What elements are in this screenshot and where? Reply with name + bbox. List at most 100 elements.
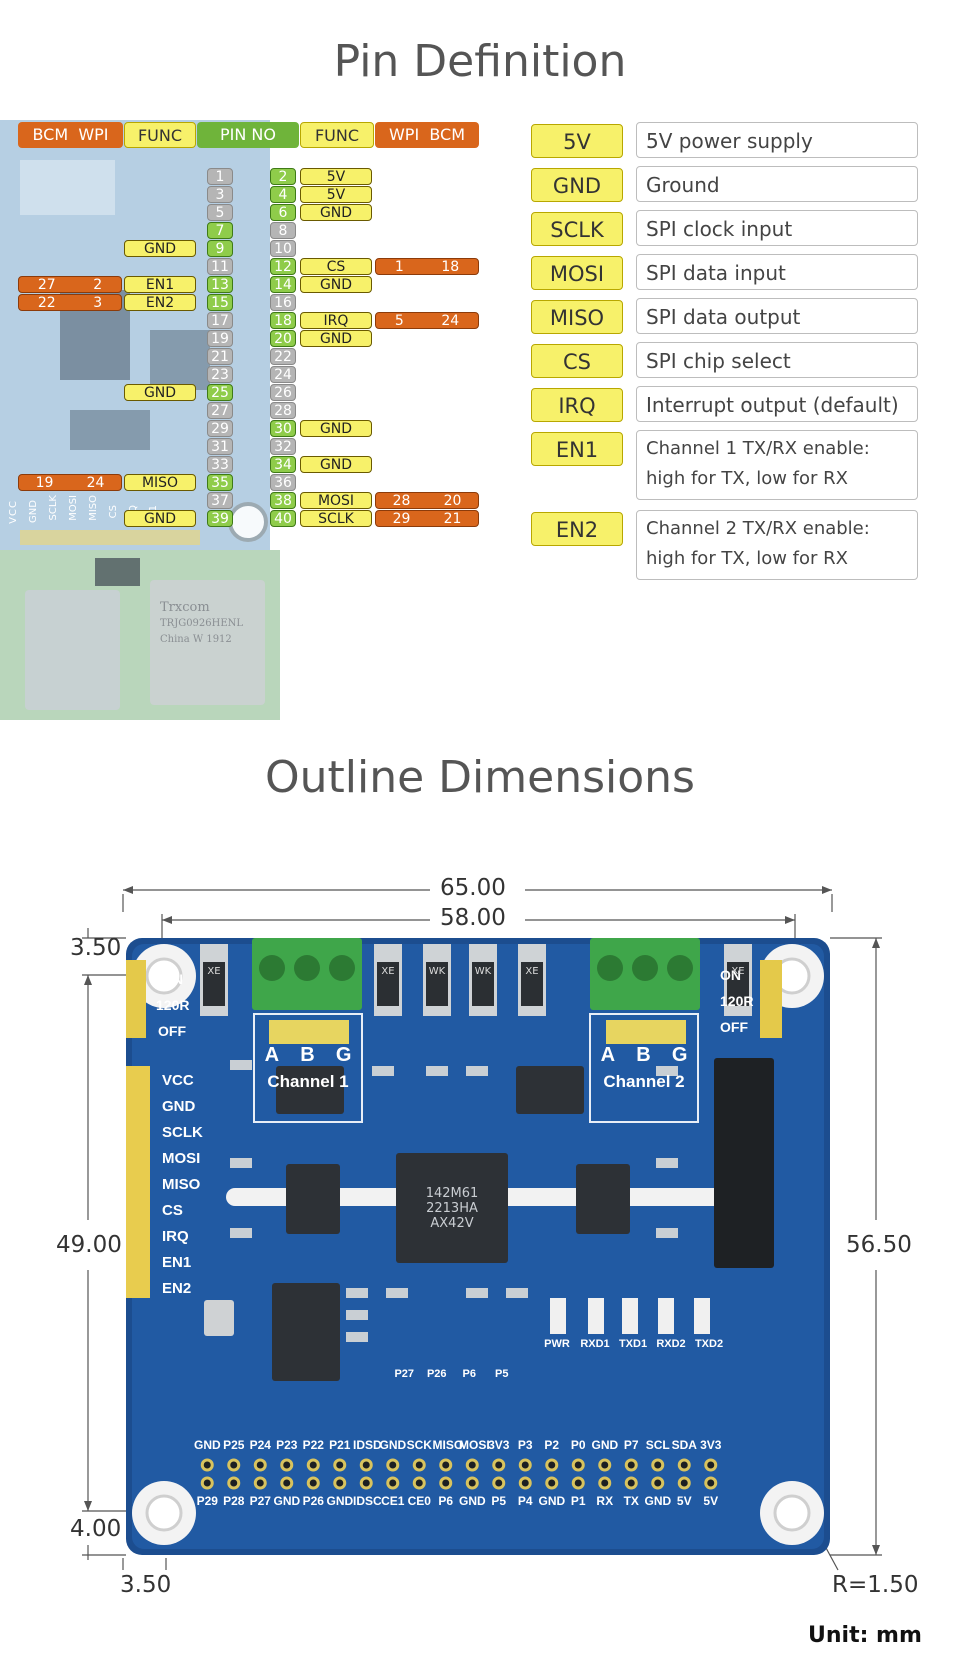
pin-wpi: 3 (93, 295, 103, 311)
pin-number: 34 (270, 456, 296, 473)
gpio-hole (253, 1476, 267, 1490)
pin-function: GND (300, 330, 372, 347)
side-pin-label: VCC (162, 1072, 194, 1089)
side-pin-label: EN2 (162, 1280, 192, 1297)
pin-bcm-wpi: 27 2 (18, 276, 122, 293)
gpio-hole (280, 1476, 294, 1490)
pin-wpi: 29 (392, 511, 411, 527)
pin-function: GND (300, 204, 372, 221)
legend-description-line: SPI clock input (646, 217, 793, 241)
pin-number: 40 (270, 510, 296, 527)
legend-signal: CS (531, 344, 623, 378)
pin-wpi: 2 (93, 277, 103, 293)
gpio-hole (386, 1476, 400, 1490)
chip-text: AX42V (430, 1216, 474, 1231)
gpio-hole (624, 1476, 638, 1490)
gpio-label: 5V (703, 1494, 719, 1508)
outline-dimensions-title: Outline Dimensions (265, 752, 695, 803)
header-func-right: FUNC (300, 122, 374, 148)
dim-top-offset: 3.50 (70, 935, 122, 961)
legend-description-line: SPI chip select (646, 349, 791, 373)
jumper-label: 120R (156, 997, 190, 1013)
channel1-label: Channel 1 (267, 1072, 349, 1091)
gpio-hole (439, 1476, 453, 1490)
gpio-label: SCK (406, 1438, 432, 1452)
side-pin-label: MISO (162, 1176, 201, 1193)
gpio-hole (465, 1476, 479, 1490)
pin-number: 4 (270, 186, 296, 203)
gpio-hole (359, 1458, 373, 1472)
gpio-label: P0 (570, 1438, 586, 1452)
pin-number: 16 (270, 294, 296, 311)
pin-number: 36 (270, 474, 296, 491)
pad-label: P5 (495, 1368, 509, 1380)
pin-function: 5V (300, 186, 372, 203)
pin-number: 21 (207, 348, 233, 365)
gpio-label: P23 (276, 1438, 298, 1452)
side-pin-label: EN1 (162, 1254, 192, 1271)
legend-description-line: Channel 1 TX/RX enable: (646, 438, 870, 459)
legend-description: Ground (636, 166, 918, 202)
legend-signal: 5V (531, 124, 623, 158)
gpio-label: P7 (623, 1438, 639, 1452)
chip-text: 2213HA (426, 1201, 478, 1216)
legend-signal: SCLK (531, 212, 623, 246)
gpio-label: P21 (329, 1438, 351, 1452)
gpio-hole (280, 1458, 294, 1472)
pin-bcm: 27 (37, 277, 56, 293)
pin-number: 22 (270, 348, 296, 365)
side-pin-label: IRQ (162, 1228, 189, 1245)
terminal-label: G (671, 1044, 688, 1066)
gpio-label: P5 (491, 1494, 507, 1508)
gpio-label: P2 (544, 1438, 560, 1452)
led-label: PWR (544, 1338, 570, 1350)
unit-label: Unit: mm (808, 1623, 922, 1648)
pin-number: 7 (207, 222, 233, 239)
header-wpi-left: WPI (78, 125, 109, 144)
legend-description-line: Interrupt output (default) (646, 393, 899, 417)
pin-function: EN1 (124, 276, 196, 293)
pin-number: 14 (270, 276, 296, 293)
pin-number: 19 (207, 330, 233, 347)
legend-signal: GND (531, 168, 623, 202)
pin-number: 35 (207, 474, 233, 491)
chip-marking: Trxcom (160, 600, 210, 615)
header-bcm-wpi-left: BCM WPI (18, 122, 123, 148)
gpio-hole (306, 1476, 320, 1490)
pin-number: 27 (207, 402, 233, 419)
pin-number: 37 (207, 492, 233, 509)
gpio-label: IDSD (353, 1438, 382, 1452)
jumper-label: OFF (158, 1023, 186, 1039)
terminal-label: A (264, 1044, 280, 1066)
gpio-label: GND (459, 1494, 486, 1508)
gpio-hole (518, 1476, 532, 1490)
dim-width-outer: 65.00 (440, 875, 506, 901)
pin-number: 5 (207, 204, 233, 221)
pad-label: P26 (426, 1368, 447, 1380)
pin-number: 11 (207, 258, 233, 275)
pin-number: 9 (207, 240, 233, 257)
terminal-label: G (335, 1044, 352, 1066)
gpio-label: P26 (302, 1494, 324, 1508)
gpio-label: IDSC (353, 1494, 382, 1508)
gpio-label: P3 (517, 1438, 533, 1452)
jumper-label: ON (720, 967, 741, 983)
gpio-hole (359, 1476, 373, 1490)
dim-height-outer: 56.50 (846, 1232, 912, 1258)
pin-bcm: 19 (35, 475, 54, 491)
gpio-label: RX (596, 1494, 614, 1508)
led-label: TXD1 (618, 1338, 648, 1350)
pin-wpi: 1 (394, 259, 404, 275)
gpio-label: GND (326, 1494, 354, 1508)
legend-description-line: SPI data output (646, 305, 801, 329)
legend-description-line: Ground (646, 173, 720, 197)
gpio-hole (492, 1476, 506, 1490)
pin-function: IRQ (300, 312, 372, 329)
pin-number: 26 (270, 384, 296, 401)
gpio-hole (227, 1476, 241, 1490)
gpio-hole (200, 1476, 214, 1490)
